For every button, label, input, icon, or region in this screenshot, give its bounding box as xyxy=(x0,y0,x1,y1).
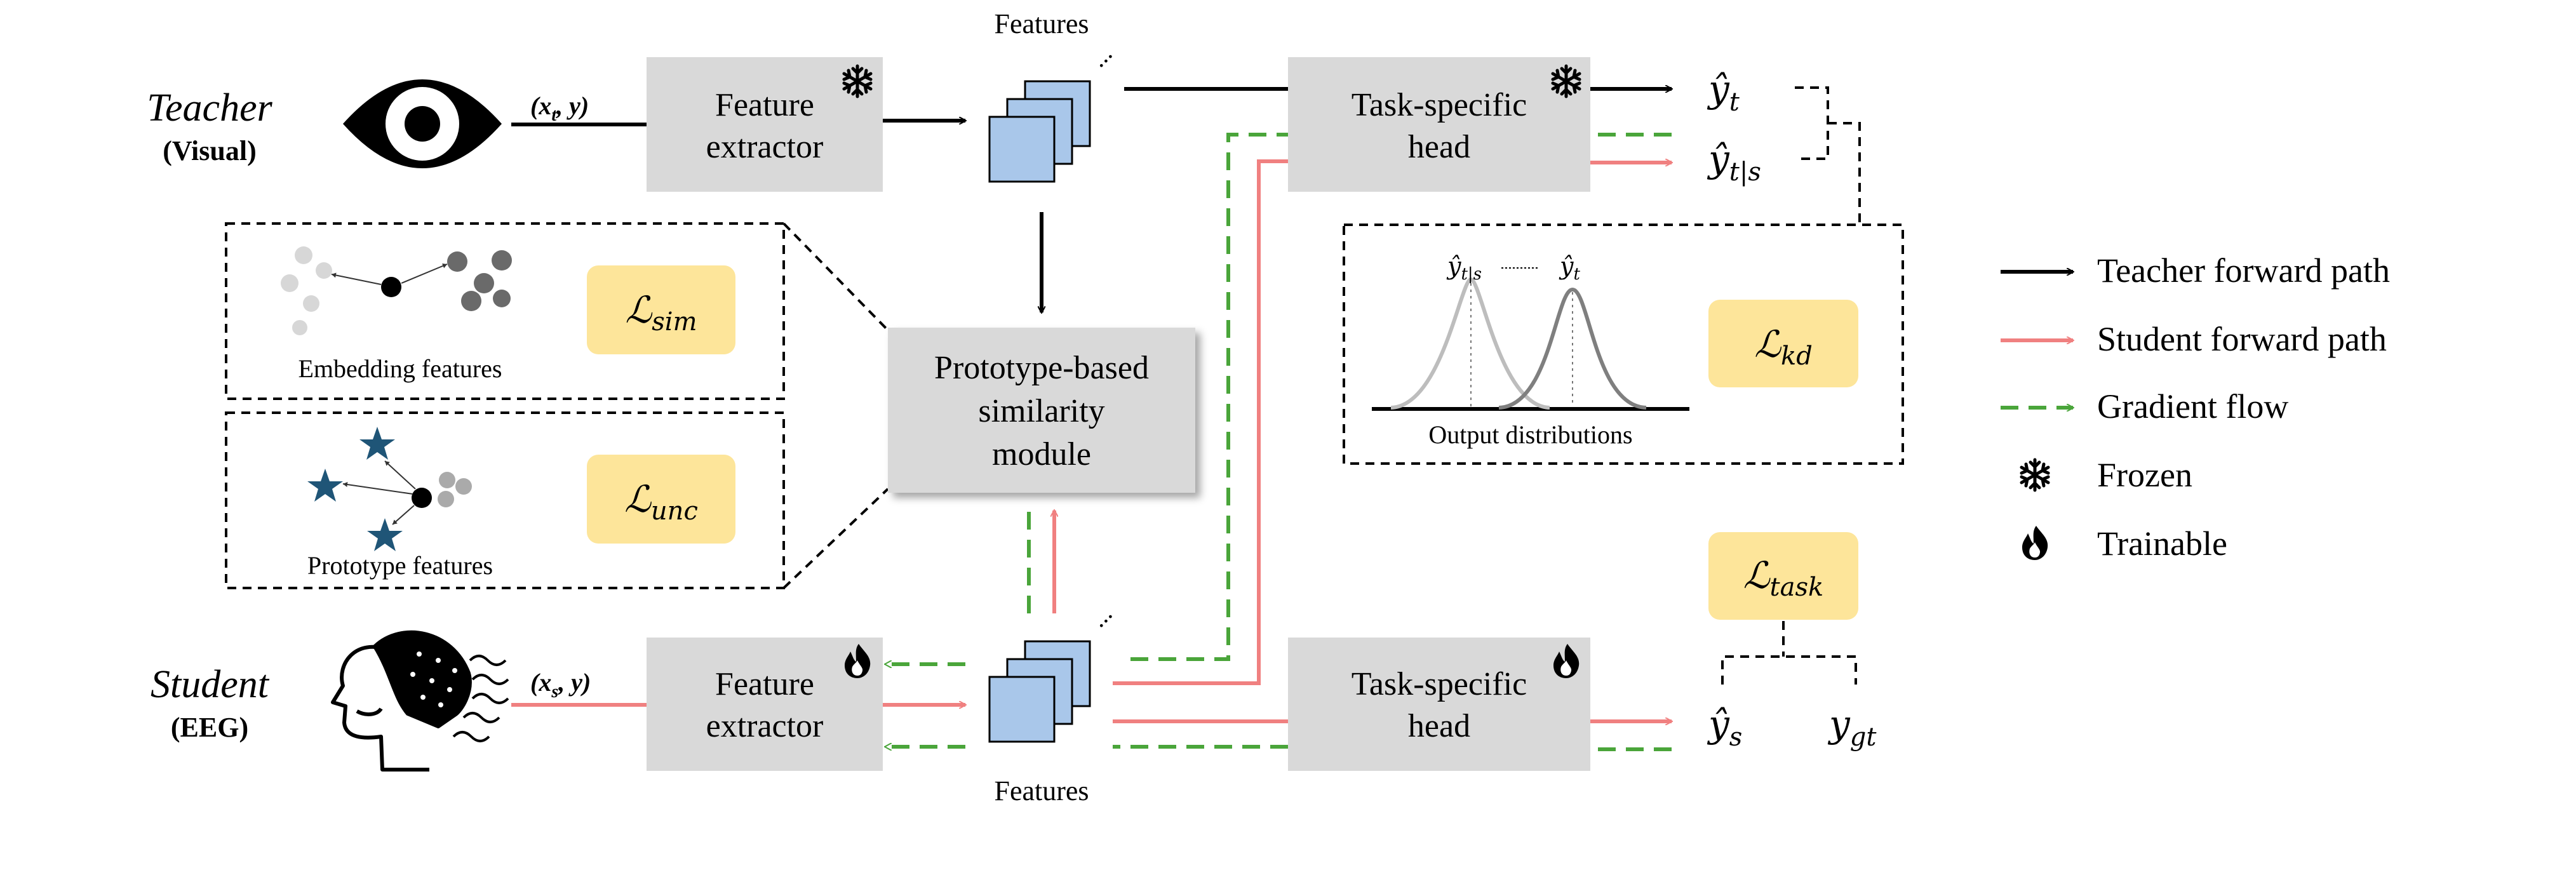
loss-task-text: ℒtask xyxy=(1743,554,1823,602)
eeg-head-icon xyxy=(331,630,509,772)
gradient-to-teacher-head xyxy=(1130,133,1288,661)
teacher-head-line2: head xyxy=(1408,129,1470,165)
prototype-similarity-module[interactable] xyxy=(888,328,1195,493)
teacher-extractor-line2: extractor xyxy=(706,129,824,165)
legend-trainable-label: Trainable xyxy=(2097,525,2227,563)
loss-sim-text: ℒsim xyxy=(625,288,697,337)
kd-bracket xyxy=(1795,86,1861,224)
kd-panel xyxy=(1343,224,1904,465)
student-head-line1: Task-specific xyxy=(1352,666,1527,702)
loss-unc-box xyxy=(587,455,735,544)
teacher-input-label: (xt, y) xyxy=(530,91,589,125)
loss-task-box xyxy=(1708,532,1858,620)
prototype-panel xyxy=(225,411,785,589)
prototype-features-label: Prototype features xyxy=(307,551,493,580)
embedding-panel xyxy=(225,222,785,400)
student-features-stack: ... xyxy=(988,599,1118,743)
teacher-subtitle: (Visual) xyxy=(163,135,257,166)
loss-unc-text: ℒunc xyxy=(624,478,698,526)
svg-text:...: ... xyxy=(1084,39,1118,72)
dist-label-left: ŷt|s xyxy=(1446,252,1482,284)
output-y-gt: ygt xyxy=(1827,702,1877,752)
output-y-t: ŷt xyxy=(1707,67,1740,117)
student-feature-extractor[interactable] xyxy=(647,638,883,771)
student-subtitle: (EEG) xyxy=(171,712,248,743)
student-features-to-teacher-head xyxy=(1113,159,1288,685)
teacher-head-line1: Task-specific xyxy=(1352,87,1527,123)
loss-sim-box xyxy=(587,265,735,354)
svg-text:...: ... xyxy=(1084,599,1118,632)
output-distribution-plot xyxy=(1372,267,1689,411)
zoom-lines xyxy=(782,222,889,589)
student-extractor-line1: Feature xyxy=(715,666,814,702)
legend-teacher-label: Teacher forward path xyxy=(2097,251,2390,290)
legend-frozen-label: Frozen xyxy=(2097,456,2192,494)
features-bottom-label: Features xyxy=(994,775,1089,806)
teacher-extractor-line1: Feature xyxy=(715,87,814,123)
output-y-ts: ŷt|s xyxy=(1707,137,1761,187)
features-top-label: Features xyxy=(994,8,1089,39)
prototype-line3: module xyxy=(992,436,1091,472)
prototype-cluster xyxy=(307,427,472,551)
embedding-cluster xyxy=(281,246,512,335)
embedding-features-label: Embedding features xyxy=(299,354,502,383)
legend-flame-icon xyxy=(2022,526,2048,560)
task-bracket xyxy=(1721,621,1857,685)
legend-gradient-label: Gradient flow xyxy=(2097,387,2288,425)
eye-icon xyxy=(343,79,502,168)
teacher-task-head[interactable] xyxy=(1288,57,1590,192)
output-y-s: ŷs xyxy=(1707,702,1742,752)
student-head-line2: head xyxy=(1408,708,1470,744)
teacher-title: Teacher xyxy=(147,86,272,130)
dist-label-right: ŷt xyxy=(1559,252,1580,284)
legend: Teacher forward path Student forward pat… xyxy=(2001,251,2390,563)
student-input-label: (xs, y) xyxy=(530,668,591,702)
prototype-line2: similarity xyxy=(978,393,1104,429)
loss-kd-box xyxy=(1708,300,1858,387)
legend-snowflake-icon xyxy=(2022,460,2048,490)
teacher-features-stack: ... xyxy=(988,39,1118,183)
student-task-head[interactable] xyxy=(1288,638,1590,771)
student-title: Student xyxy=(151,663,270,706)
legend-student-label: Student forward path xyxy=(2097,320,2387,358)
loss-kd-text: ℒkd xyxy=(1754,323,1813,371)
output-distributions-label: Output distributions xyxy=(1428,420,1632,449)
student-extractor-line2: extractor xyxy=(706,708,824,744)
prototype-line1: Prototype-based xyxy=(934,350,1149,386)
